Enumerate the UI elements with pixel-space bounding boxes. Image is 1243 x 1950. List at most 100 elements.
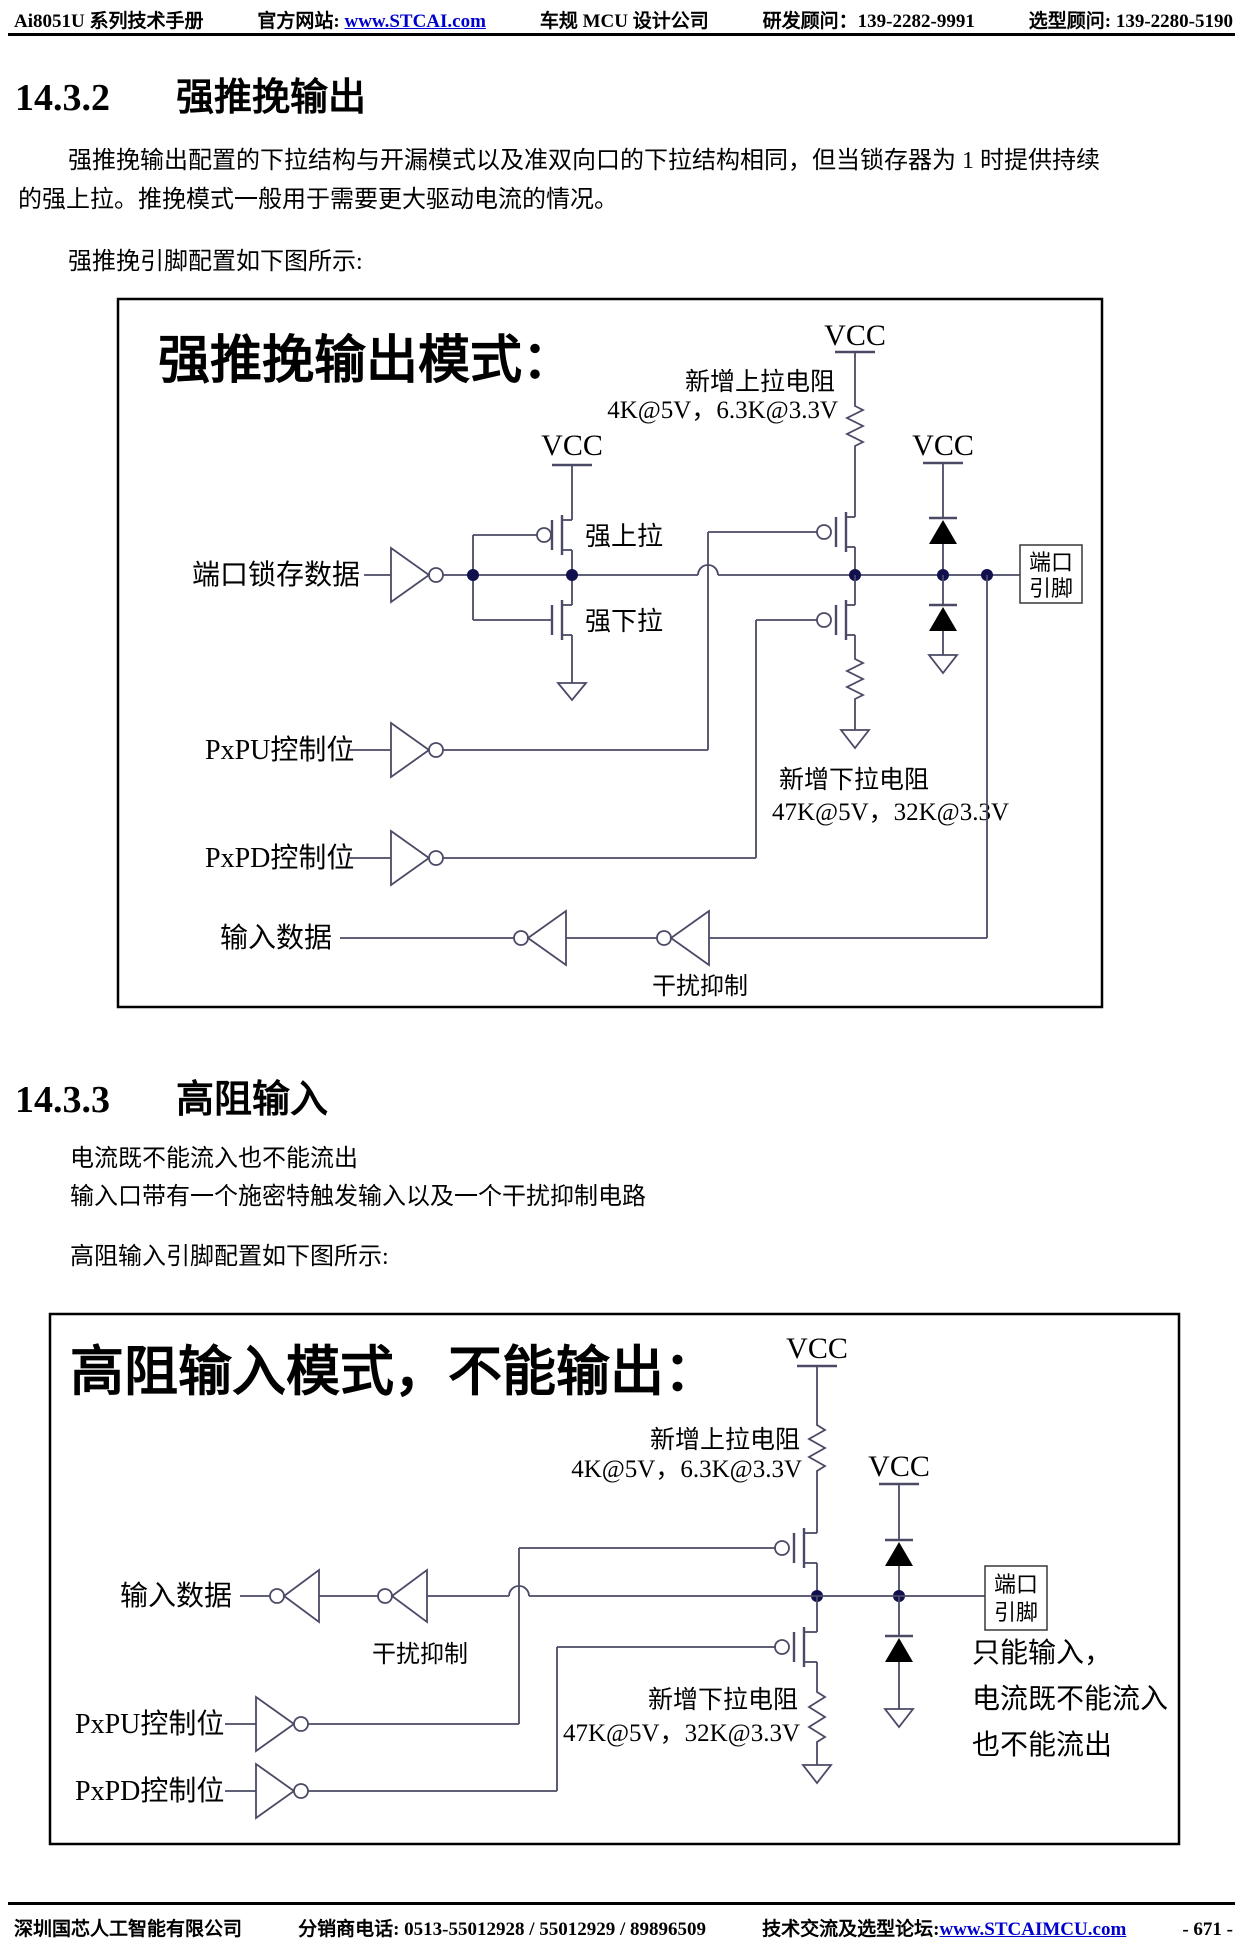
diode-icon	[929, 607, 957, 631]
inverter-icon	[282, 1568, 320, 1624]
pullup-res-label1: 新增上拉电阻	[685, 368, 835, 396]
figure-caption-1: 强推挽引脚配置如下图所示:	[68, 249, 363, 275]
inverter-icon	[390, 546, 431, 604]
pxpd-label: PxPD控制位	[205, 842, 354, 874]
doc-title: Ai8051U 系列技术手册	[14, 11, 204, 32]
official-site: 官方网站: www.STCAI.com	[257, 6, 486, 33]
vcc-label: VCC	[824, 319, 886, 352]
inverter-icon	[390, 721, 431, 779]
hiz-line-1: 电流既不能流入也不能流出	[70, 1146, 358, 1172]
gate-bubble-icon	[774, 1540, 790, 1556]
input-data-label: 输入数据	[120, 1580, 232, 1612]
pxpd-label: PxPD控制位	[75, 1775, 224, 1807]
note-line-3: 也不能流出	[972, 1729, 1112, 1761]
note-line-1: 只能输入，	[972, 1637, 1112, 1669]
inverter-icon	[255, 1695, 296, 1753]
ground-arrow-icon	[801, 1764, 833, 1785]
port-pin-label: 引脚	[994, 1600, 1038, 1625]
resistor-icon	[844, 403, 866, 452]
gate-bubble-icon	[536, 527, 552, 543]
diagram1-border	[116, 297, 1104, 1009]
forum-label: 技术交流及选型论坛:	[762, 1919, 940, 1940]
diode-icon	[929, 520, 957, 544]
sel-contact: 选型顾问: 139-2280-5190	[1028, 11, 1233, 32]
pulldown-res-label1: 新增下拉电阻	[648, 1686, 798, 1714]
inverter-bubble-icon	[656, 930, 672, 946]
para-line-1: 强推挽输出配置的下拉结构与开漏模式以及准双向口的下拉结构相同，但当锁存器为 1 …	[68, 148, 1100, 174]
page-number: - 671 -	[1182, 1919, 1233, 1940]
diagram2-border	[48, 1312, 1181, 1846]
inverter-bubble-icon	[293, 1783, 309, 1799]
inverter-icon	[255, 1762, 296, 1820]
pullup-res-label2: 4K@5V，6.3K@3.3V	[571, 1456, 802, 1483]
para-line-2: 的强上拉。推挽模式一般用于需要更大驱动电流的情况。	[18, 187, 618, 213]
figure-caption-2: 高阻输入引脚配置如下图所示:	[70, 1244, 389, 1270]
section-title: 强推挽输出	[176, 77, 367, 119]
resistor-icon	[807, 1420, 827, 1475]
vcc-label: VCC	[912, 429, 974, 462]
pulldown-res-label2: 47K@5V，32K@3.3V	[772, 799, 1009, 826]
vcc-label: VCC	[786, 1332, 848, 1365]
inverter-bubble-icon	[428, 567, 444, 583]
schmitt-inverter-icon	[669, 909, 710, 967]
header-rule	[8, 33, 1235, 36]
inverter-bubble-icon	[513, 930, 529, 946]
vcc-label: VCC	[541, 429, 603, 462]
gate-bubble-icon	[816, 612, 832, 628]
company-tagline: 车规 MCU 设计公司	[539, 11, 709, 32]
site-label: 官方网站:	[257, 11, 340, 32]
noise-suppression-label: 干扰抑制	[372, 1641, 468, 1668]
forum-link[interactable]: www.STCAIMCU.com	[939, 1919, 1127, 1940]
diode-icon	[885, 1542, 913, 1566]
footer-company: 深圳国芯人工智能有限公司	[14, 1919, 243, 1940]
inverter-bubble-icon	[269, 1588, 285, 1604]
junction-dot	[467, 569, 479, 581]
diagram2-title: 高阻输入模式，不能输出：	[70, 1342, 718, 1402]
note-line-2: 电流既不能流入	[972, 1683, 1168, 1715]
vcc-label: VCC	[868, 1450, 930, 1483]
inverter-icon	[526, 909, 567, 967]
inverter-bubble-icon	[293, 1716, 309, 1732]
schmitt-inverter-icon	[390, 1568, 428, 1624]
strong-pulldown-label: 强下拉	[585, 607, 663, 636]
footer-rule	[8, 1902, 1235, 1905]
section-number: 14.3.3	[15, 1079, 110, 1121]
gate-bubble-icon	[816, 524, 832, 540]
hiz-line-2: 输入口带有一个施密特触发输入以及一个干扰抑制电路	[70, 1184, 646, 1210]
inverter-bubble-icon	[377, 1588, 393, 1604]
pushpull-diagram: 强推挽输出模式： 端口锁存数据 VCC 强上拉	[116, 297, 1104, 1009]
footer-forum: 技术交流及选型论坛:www.STCAIMCU.com	[762, 1914, 1126, 1941]
ground-arrow-icon	[839, 729, 871, 750]
footer-phone: 分销商电话: 0513-55012928 / 55012929 / 898965…	[298, 1919, 707, 1940]
rd-contact: 研发顾问：139-2282-9991	[762, 11, 975, 32]
resistor-icon	[807, 1686, 827, 1746]
diagram1-title: 强推挽输出模式：	[158, 332, 574, 390]
section-heading-1432: 14.3.2 强推挽输出	[15, 66, 366, 121]
hiz-diagram: 高阻输入模式，不能输出： VCC 新增上拉电阻 4K@5V，6.3K@3.3V …	[48, 1312, 1181, 1846]
site-link[interactable]: www.STCAI.com	[344, 11, 486, 32]
footer: 深圳国芯人工智能有限公司 分销商电话: 0513-55012928 / 5501…	[14, 1914, 1233, 1941]
gate-bubble-icon	[774, 1639, 790, 1655]
port-pin-label: 端口	[994, 1572, 1038, 1597]
pullup-res-label1: 新增上拉电阻	[650, 1426, 800, 1454]
pxpu-label: PxPU控制位	[75, 1708, 224, 1740]
noise-suppression-label: 干扰抑制	[652, 973, 748, 1000]
resistor-icon	[844, 655, 866, 705]
port-pin-label: 引脚	[1029, 576, 1073, 601]
pulldown-res-label1: 新增下拉电阻	[779, 766, 929, 794]
port-pin-label: 端口	[1029, 550, 1073, 575]
port-pin-box	[1019, 544, 1083, 604]
inverter-bubble-icon	[428, 742, 444, 758]
ground-arrow-icon	[556, 682, 588, 702]
ground-arrow-icon	[883, 1708, 915, 1729]
inverter-icon	[390, 829, 431, 887]
section-number: 14.3.2	[15, 77, 110, 119]
wire-hop-icon	[508, 1585, 530, 1597]
inverter-bubble-icon	[428, 850, 444, 866]
ground-arrow-icon	[927, 654, 959, 675]
header: Ai8051U 系列技术手册 官方网站: www.STCAI.com 车规 MC…	[14, 6, 1233, 33]
pullup-res-label2: 4K@5V，6.3K@3.3V	[607, 397, 838, 424]
junction-dot	[566, 569, 578, 581]
diode-icon	[885, 1638, 913, 1662]
